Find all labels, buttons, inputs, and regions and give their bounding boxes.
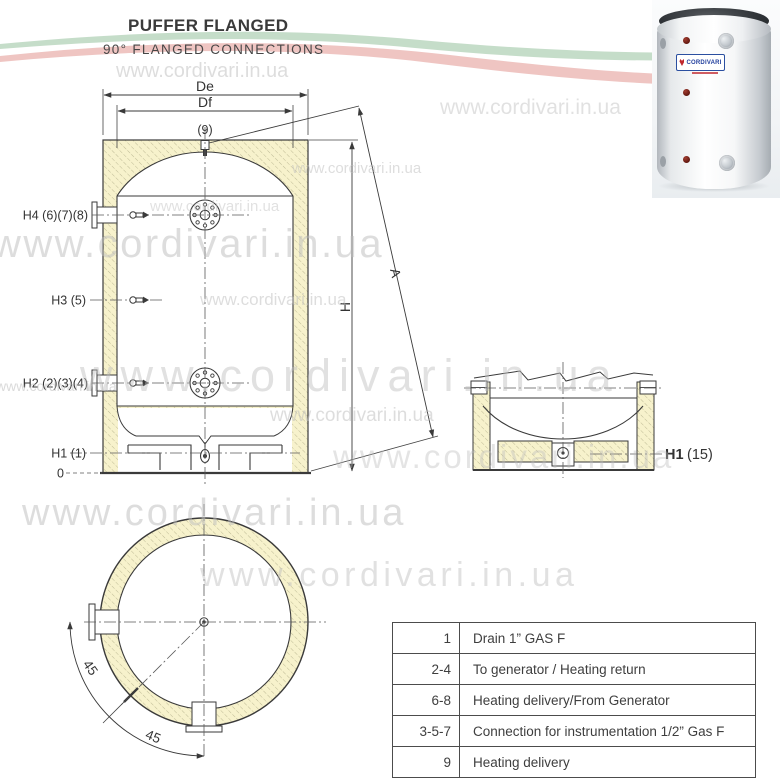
detail-label-15: (15) [687,447,713,463]
connection-description: To generator / Heating return [459,653,756,685]
label-h1: H1 (1) [51,447,86,461]
leader-9 [208,105,360,144]
tank-body [657,27,771,189]
brand-name: CORDIVARI [686,59,722,66]
break-line [473,370,654,382]
connection-key: 6-8 [392,684,460,716]
brand-logo-icon [679,59,685,66]
ribbon-waves [0,31,780,86]
page-title: PUFFER FLANGED [128,16,289,35]
detail-label-h1: H1 [665,447,684,463]
label-h2: H2 (2)(3)(4) [23,377,88,391]
flange-fitting [719,155,735,171]
legend-row: 2-4 To generator / Heating return [392,653,756,685]
connection-description: Connection for instrumentation 1/2” Gas … [459,715,756,747]
green-ribbon [0,31,780,61]
side-fitting [660,156,666,167]
main-section-view: De Df (9) H A H4 (6)(7)(8) H3 (5) H2 (2)… [23,78,439,484]
angle-dim-arc [67,621,205,759]
tank-shoulder [657,15,771,43]
angle-label-45a: 45 [80,657,101,678]
angle-label-45b: 45 [143,727,163,747]
bottom-view: 45 45 [67,504,326,759]
connection-description: Heating delivery/From Generator [459,684,756,716]
label-zero: 0 [57,467,64,481]
centerlines [70,127,300,484]
side-fitting [660,38,666,49]
legend-row: 6-8 Heating delivery/From Generator [392,684,756,716]
flange-fitting [718,33,734,49]
red-cap-fitting [683,89,690,96]
dim-label-h: H [337,302,353,312]
dim-label-de: De [196,78,214,94]
red-ribbon [0,43,780,86]
legend-row: 3-5-7 Connection for instrumentation 1/2… [392,715,756,747]
dim-label-df: Df [198,94,212,110]
page-subtitle: 90° FLANGED CONNECTIONS [103,42,325,57]
connection-description: Heating delivery [459,746,756,778]
red-cap-fitting [683,156,690,163]
extension-lines [102,89,439,472]
connection-key: 2-4 [392,653,460,685]
connection-label-9: (9) [197,123,212,137]
brand-plate: CORDIVARI [676,54,725,71]
label-h4: H4 (6)(7)(8) [23,209,88,223]
connection-description: Drain 1” GAS F [459,622,756,654]
red-cap-fitting [683,37,690,44]
legend-table: 1 Drain 1” GAS F 2-4 To generator / Heat… [392,622,756,778]
connection-key: 9 [392,746,460,778]
detail-view: H1 (15) [464,362,713,478]
connection-key: 1 [392,622,460,654]
label-h3: H3 (5) [51,294,86,308]
dim-label-a: A [387,267,404,279]
dim-line-a [357,107,435,438]
legend-row: 9 Heating delivery [392,746,756,778]
legend-row: 1 Drain 1” GAS F [392,622,756,654]
product-photo: CORDIVARI [652,0,780,198]
brand-subtext [692,72,718,74]
header: PUFFER FLANGED 90° FLANGED CONNECTIONS [103,16,324,57]
connection-key: 3-5-7 [392,715,460,747]
